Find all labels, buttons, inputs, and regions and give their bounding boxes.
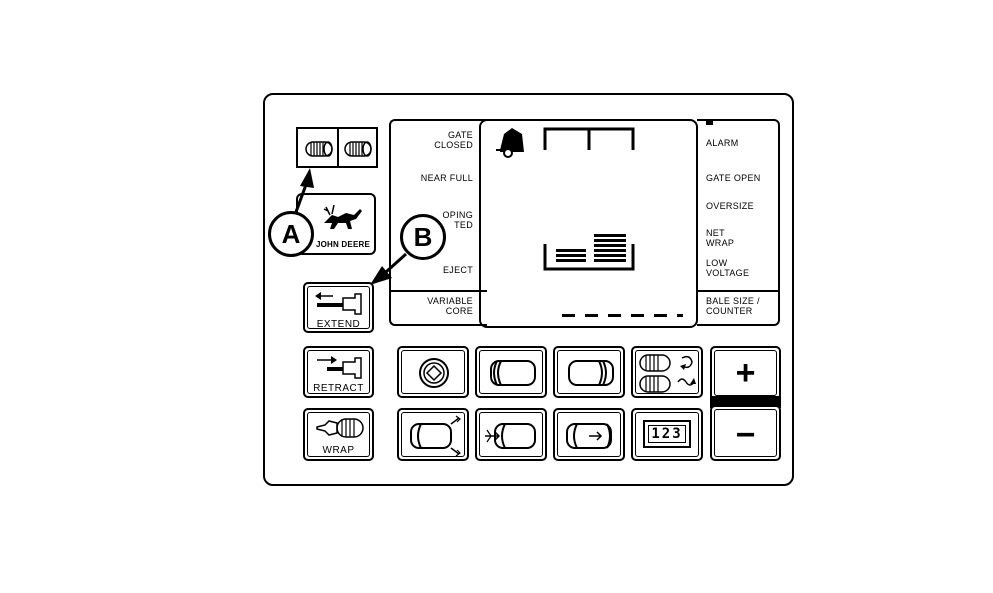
- alarm-indicator-bar: [706, 120, 713, 125]
- counter-value: 123: [648, 425, 686, 443]
- label-dropping-started: OPING TED: [442, 210, 473, 230]
- retract-arm-icon: [317, 356, 362, 379]
- bale-size-increase-button[interactable]: [553, 408, 625, 461]
- bale-expand-icon: [566, 423, 612, 449]
- monitor-panel: [263, 93, 794, 486]
- bale-right-button[interactable]: [553, 346, 625, 398]
- lcd-display: [479, 119, 698, 328]
- deer-logo-icon: [323, 204, 362, 229]
- brand-name: JOHN DEERE: [315, 240, 370, 249]
- left-label-frame: [389, 119, 487, 326]
- retract-button[interactable]: RETRACT: [303, 346, 374, 398]
- label-net-wrap: NET WRAP: [706, 228, 735, 248]
- gate-open-icon: [410, 415, 461, 457]
- bale-left-button[interactable]: [475, 346, 547, 398]
- plus-button[interactable]: +: [710, 346, 781, 400]
- minus-label: −: [735, 416, 756, 454]
- wrap-button[interactable]: WRAP: [303, 408, 374, 461]
- retract-label: RETRACT: [313, 383, 364, 394]
- label-low-voltage: LOW VOLTAGE: [706, 258, 750, 278]
- callout-b: B: [400, 214, 446, 260]
- label-eject: EJECT: [442, 265, 473, 275]
- twine-roll-icon: [344, 141, 372, 157]
- bale-squeeze-icon: [485, 423, 536, 449]
- diamond-knob-icon: [419, 358, 449, 388]
- wrap-icon: [316, 418, 364, 438]
- minus-button[interactable]: −: [710, 405, 781, 461]
- label-bale-size-counter: BALE SIZE / COUNTER: [706, 296, 760, 316]
- twine-mode-button[interactable]: [631, 346, 703, 398]
- extend-button[interactable]: EXTEND: [303, 282, 374, 333]
- bale-size-decrease-button[interactable]: [475, 408, 547, 461]
- label-oversize: OVERSIZE: [706, 201, 754, 211]
- twine-mode-icon: [639, 354, 696, 393]
- label-alarm: ALARM: [706, 138, 739, 148]
- bale-chamber-icon: [568, 360, 614, 386]
- baler-icon: [496, 128, 524, 158]
- label-near-full: NEAR FULL: [420, 173, 473, 183]
- counter-button[interactable]: 123: [631, 408, 703, 461]
- right-label-frame: [697, 119, 780, 326]
- counter-display: 123: [643, 420, 691, 448]
- settings-knob-button[interactable]: [397, 346, 469, 398]
- gate-open-button[interactable]: [397, 408, 469, 461]
- plus-label: +: [735, 354, 756, 392]
- twine-indicator: [296, 127, 378, 168]
- extend-label: EXTEND: [316, 319, 361, 330]
- wrap-label: WRAP: [322, 445, 355, 456]
- bale-chamber-icon: [490, 360, 536, 386]
- label-gate-closed: GATE CLOSED: [434, 130, 473, 150]
- callout-a: A: [268, 211, 314, 257]
- label-variable-core: VARIABLE CORE: [427, 296, 473, 316]
- twine-roll-icon: [305, 141, 333, 157]
- label-gate-open: GATE OPEN: [706, 173, 761, 183]
- extend-arm-icon: [315, 292, 362, 315]
